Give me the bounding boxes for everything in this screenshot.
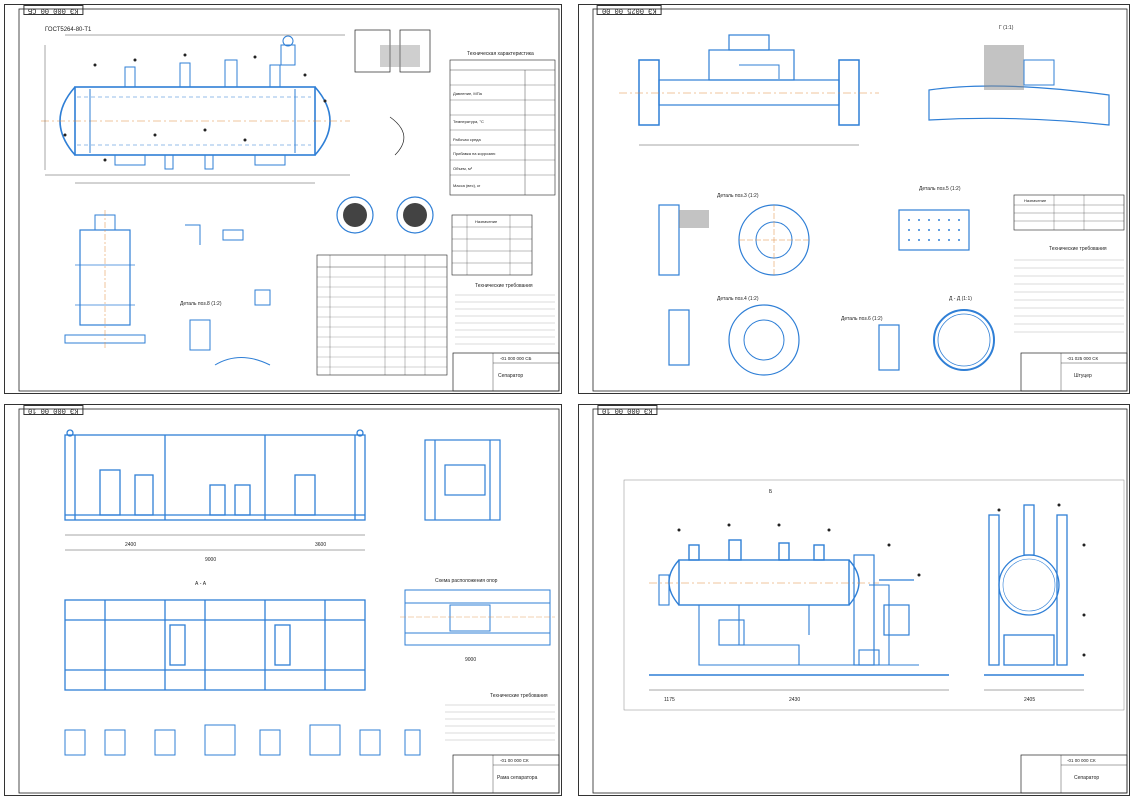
callout-markers [63,53,327,162]
tech-row-medium: Рабочая среда [453,137,481,142]
detail-pos4-label: Деталь поз.4 (1:2) [717,296,759,302]
dim-1: 1175 [664,697,675,703]
detail-pos6: Деталь поз.6 (1:2) [841,316,900,371]
frame-elevation [64,429,366,521]
detail-pos5-label: Деталь поз.5 (1:2) [919,186,961,192]
dim-2: 2430 [789,697,800,703]
detail-label-pos8: Деталь поз.8 (1:2) [180,301,222,307]
detail-pos6-label: Деталь поз.6 (1:2) [841,316,883,322]
drawing-sheet-frame: КЭ 000 00 10 2400 9000 3600 [4,404,562,796]
technical-notes: Технические требования [445,693,555,741]
drawing-code: -01 00 000 СК [1067,758,1096,763]
callout-markers [677,503,1086,657]
separator-assembly-drawing: ГОСТ5264-80-Т1 [18,8,560,392]
right-equipment [853,554,914,666]
view-dd: Д - Д (1:1) [933,296,995,371]
drawing-sheet-general-arrangement: КЭ 000 00 10 Б [578,404,1130,796]
nozzle-table-title: Назначение [475,219,498,224]
detail-pos3-label: Деталь поз.3 (1:2) [717,193,759,199]
tech-row-corrosion: Прибавка на коррозию [453,151,495,156]
general-arrangement-drawing: Б [592,408,1128,794]
title-block: -01 00 000 СК Сепаратор [1020,754,1128,794]
section-details-top [354,29,431,156]
parts-list-table [316,254,448,376]
dim-1: 2400 [125,542,136,548]
drawing-code: -01 00 000 СК [500,758,529,763]
notes-title: Технические требования [1049,246,1107,252]
view-aa-label: А - А [195,581,207,587]
view-dd-label: Д - Д (1:1) [949,296,972,302]
frame-side-view [424,439,501,521]
title-block-name: Сепаратор [498,373,523,379]
tech-table-title: Техническая характеристика [467,51,534,57]
piping [649,574,949,676]
view-b-label: Б [769,489,773,495]
nozzle-section [619,34,879,146]
title-block-name: Рама сепаратора [497,775,538,781]
small-details [185,224,271,366]
detail-pos5: Деталь поз.5 (1:2) [898,186,970,251]
side-view-vessel [64,210,146,350]
notes-title: Технические требования [475,283,533,289]
drawing-sheet-separator-assembly: КЭ 000 00 СБ ГОСТ5264-80-Т1 [4,4,562,394]
dim-scheme: 9000 [465,657,476,663]
drawing-code: -01 025 000 СК [1067,356,1099,361]
title-block: -01 025 000 СК Штуцер [1020,352,1128,392]
title-block: -01 000 000 СБ Сепаратор [452,352,560,392]
support-scheme-label: Схема расположения опор [435,578,498,584]
detail-pos4: Деталь поз.4 (1:2) [668,296,800,376]
technical-notes: Технические требования [455,283,555,345]
frame-dims [65,534,365,551]
dim-3: 3600 [315,542,326,548]
drawing-code: -01 000 000 СБ [500,356,532,361]
title-block-name: Сепаратор [1074,775,1099,781]
nozzle-table: Назначение [451,214,533,276]
drawing-sheet-nozzle: КЭ 0025 00 00 Г (1:1) [578,4,1130,394]
dimension-lines [44,34,350,184]
view-g-label: Г (1:1) [999,25,1014,31]
tech-row-temperature: Температура, °C [453,119,484,124]
frame-plan [64,599,366,691]
dim-2: 9000 [205,557,216,563]
tech-row-pressure: Давление, МПа [453,91,483,96]
support-scheme [400,589,555,646]
vessel-end-view [984,504,1084,676]
frame-drawing: 2400 9000 3600 А - А [18,408,560,794]
view-g: Г (1:1) [928,25,1110,126]
title-block-name: Штуцер [1074,373,1092,379]
detail-pos3: Деталь поз.3 (1:2) [658,193,810,276]
section-views-bottom [64,724,421,756]
notes-title: Технические требования [490,693,548,699]
title-block: -01 00 000 СК Рама сепаратора [452,754,560,794]
gost-label: ГОСТ5264-80-Т1 [45,27,92,33]
nozzle-spec-table: Назначение [1013,194,1125,231]
technical-notes: Технические требования [1014,246,1124,333]
tech-characteristics-table: Техническая характеристика Давление, МПа… [449,51,556,196]
vessel-elevation [649,539,879,606]
nozzle-spec-title: Назначение [1024,198,1047,203]
tech-row-mass: Масса (вес), кг [453,183,481,188]
flange-views [336,196,434,234]
vessel-body [41,35,350,170]
dim-3: 2405 [1024,697,1035,703]
tech-row-volume: Объем, м³ [453,166,473,171]
nozzle-drawing: Г (1:1) Деталь поз.3 (1:2) Деталь поз.5 … [592,8,1128,392]
